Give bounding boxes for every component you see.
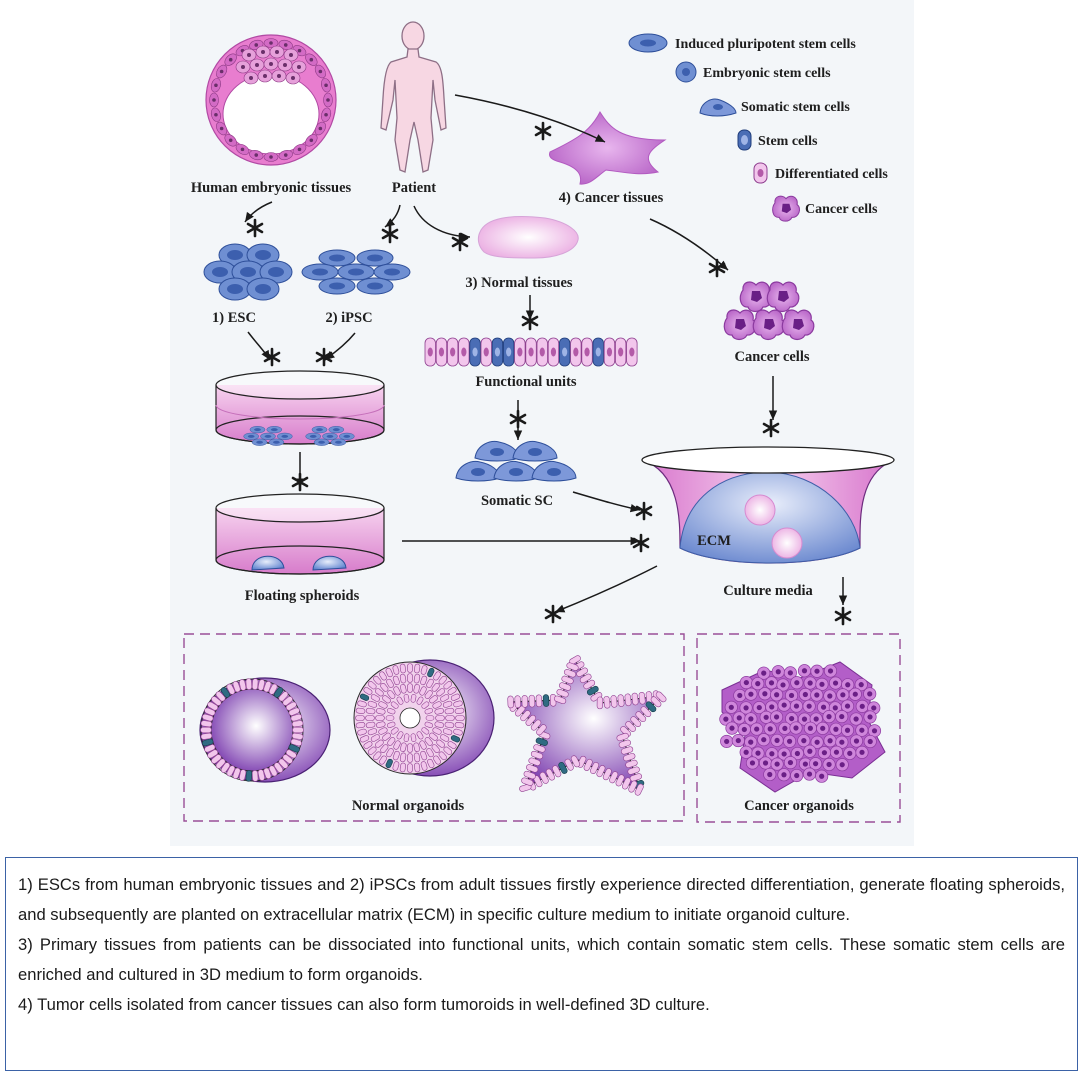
label-floating-spheroids: Floating spheroids — [245, 588, 360, 604]
patient-figure — [380, 21, 447, 173]
cancer-organoid-cluster — [719, 661, 886, 793]
label-cancer-tissues: 4) Cancer tissues — [559, 190, 664, 206]
organoid-layered — [353, 659, 495, 777]
ipsc-cell-icon — [628, 33, 668, 53]
somatic-cell-icon — [699, 98, 737, 117]
legend-label: Cancer cells — [805, 202, 878, 217]
label-human-embryonic-tissues: Human embryonic tissues — [191, 180, 352, 196]
legend-label: Stem cells — [758, 134, 818, 149]
organoid-star — [507, 655, 667, 796]
cancer-cell-icon — [772, 195, 801, 222]
petri-dish-spheroids — [215, 493, 385, 575]
embryonic-cell-icon — [675, 61, 697, 83]
label-normal-tissues: 3) Normal tissues — [465, 275, 572, 291]
label-functional-units: Functional units — [475, 374, 576, 390]
cancer-organoids-box — [696, 633, 901, 823]
label-ipsc: 2) iPSC — [325, 310, 372, 326]
legend-label: Induced pluripotent stem cells — [675, 37, 856, 52]
organoid-diagram: Induced pluripotent stem cells Embryonic… — [170, 0, 914, 846]
caption-paragraph-2: 3) Primary tissues from patients can be … — [18, 935, 1065, 984]
label-esc: 1) ESC — [212, 310, 256, 326]
functional-units-row — [424, 337, 638, 367]
caption-paragraph-1: 1) ESCs from human embryonic tissues and… — [18, 875, 1065, 924]
differentiated-cell-icon — [753, 162, 768, 184]
label-culture-media: Culture media — [723, 583, 813, 599]
label-somatic-sc: Somatic SC — [481, 493, 553, 509]
legend-label: Differentiated cells — [775, 167, 888, 182]
legend-label: Somatic stem cells — [741, 100, 850, 115]
cancer-tissue-shape — [549, 110, 667, 185]
label-ecm: ECM — [697, 533, 731, 549]
label-normal-organoids: Normal organoids — [352, 798, 465, 814]
normal-organoids-box — [183, 633, 685, 822]
organoid-ring — [199, 677, 331, 783]
stem-cell-icon — [737, 129, 752, 151]
culture-media-vessel — [641, 446, 895, 564]
caption-box: 1) ESCs from human embryonic tissues and… — [5, 857, 1078, 1071]
label-cancer-cells: Cancer cells — [734, 349, 809, 365]
caption-paragraph-3: 4) Tumor cells isolated from cancer tiss… — [18, 995, 710, 1014]
normal-tissue-shape — [477, 216, 579, 259]
label-cancer-organoids: Cancer organoids — [744, 798, 854, 814]
blastocyst-illustration — [205, 34, 337, 166]
legend-label: Embryonic stem cells — [703, 66, 831, 81]
legend: Induced pluripotent stem cells Embryonic… — [628, 33, 888, 222]
label-patient: Patient — [392, 180, 436, 196]
petri-dish-colonies — [215, 370, 385, 446]
